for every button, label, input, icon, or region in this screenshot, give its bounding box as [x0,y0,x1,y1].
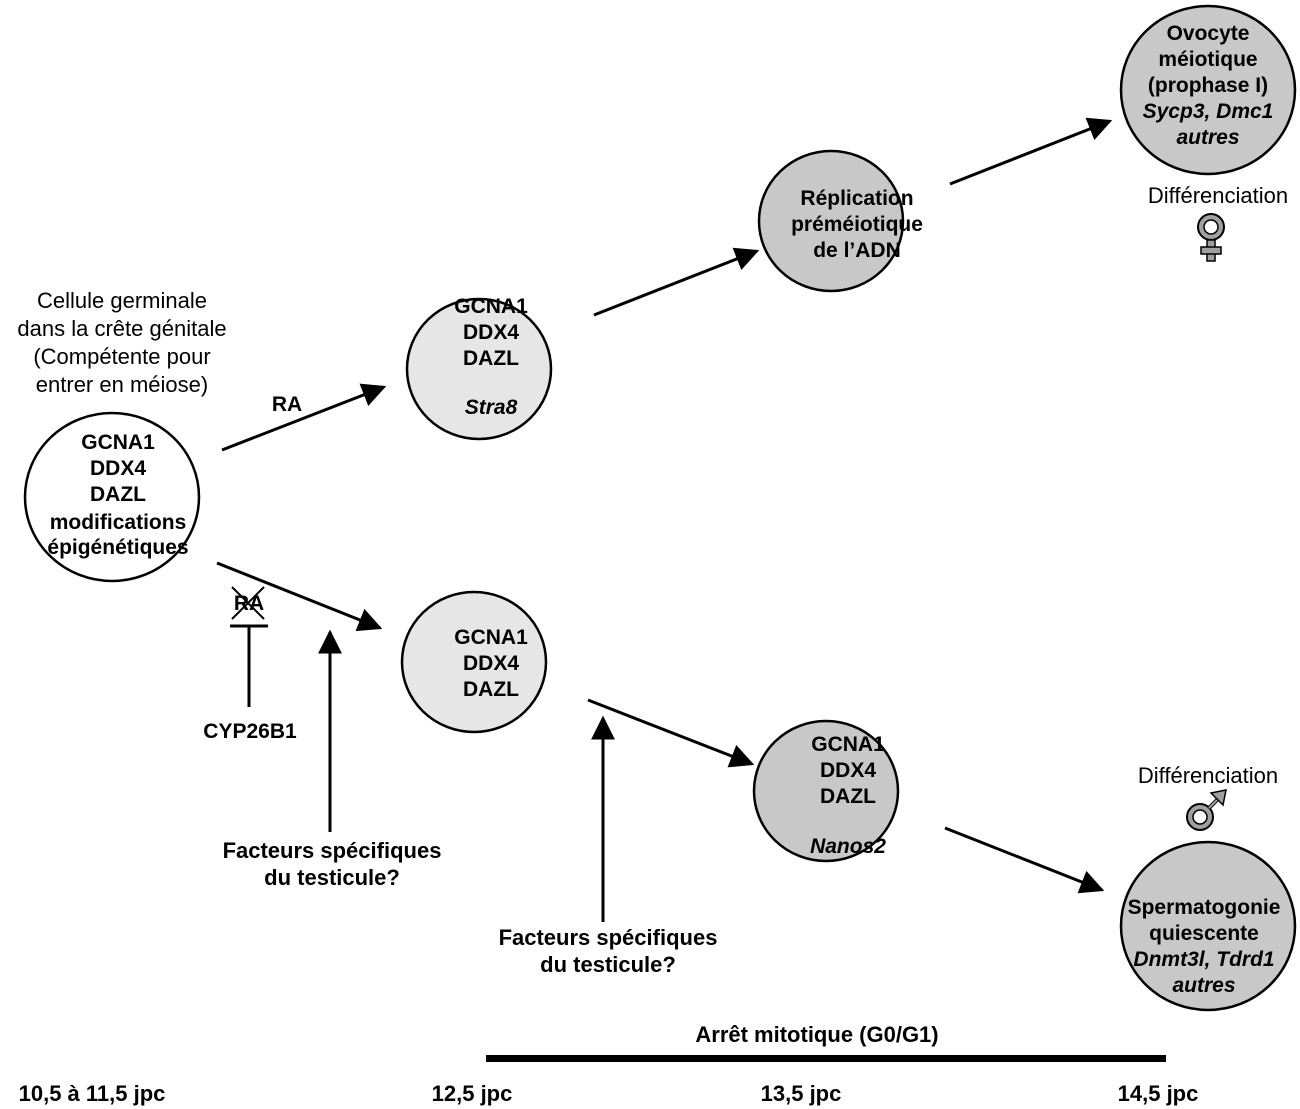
start-cell-node: GCNA1 DDX4 DAZL modifications épigénétiq… [23,411,201,583]
female-stage-1-circle [405,297,553,441]
timeline-label: 13,5 jpc [761,1081,842,1106]
female-stage-2-node: Réplication préméiotique de l’ADN [757,149,923,293]
stage-label: Ovocyte [1167,22,1250,45]
factors-1-label: Facteurs spécifiques [223,838,442,863]
marker-label: modifications [50,511,187,534]
start-cell-circle [23,411,201,583]
ra-arrow [221,383,387,452]
marker-label: DAZL [90,483,146,506]
male-stage-2-circle [752,719,900,863]
mitotic-arrest-label: Arrêt mitotique (G0/G1) [695,1022,938,1047]
male-arrow-2 [944,826,1105,894]
gene-label: Dnmt3l, Tdrd1 [1133,948,1274,971]
mitotic-arrest-bar [486,1055,1166,1062]
gene-label: autres [1176,126,1239,149]
timeline: 10,5 à 11,5 jpc 12,5 jpc 13,5 jpc 14,5 j… [19,1081,1199,1106]
ra-label: RA [272,393,302,416]
marker-label: DAZL [463,347,519,370]
cyp26b1-label: CYP26B1 [203,720,297,743]
male-stage-2-node: GCNA1 DDX4 DAZL Nanos2 [752,719,900,863]
stage-label: méiotique [1158,48,1257,71]
marker-label: DAZL [463,678,519,701]
ra-inhibition: RA CYP26B1 [203,586,297,743]
marker-label: GCNA1 [454,295,528,318]
female-stage-1-node: GCNA1 DDX4 DAZL Stra8 [405,295,553,441]
gene-label: Sycp3, Dmc1 [1143,100,1274,123]
marker-label: GCNA1 [454,626,528,649]
female-stage-3-node: Ovocyte méiotique (prophase I) Sycp3, Dm… [1119,4,1297,176]
male-stage-1-node: GCNA1 DDX4 DAZL [400,590,548,734]
timeline-label: 14,5 jpc [1118,1081,1199,1106]
male-differentiation-label: Différenciation [1138,763,1278,788]
gene-label: autres [1172,974,1235,997]
start-cell-caption: Cellule germinale dans la crête génitale… [17,288,226,397]
marker-label: DDX4 [463,652,519,675]
stage-label: Réplication [800,187,913,210]
female-arrow-1 [593,247,760,317]
cross-mark [231,586,265,620]
stage-label: de l’ADN [813,239,901,262]
stage-label: (prophase I) [1148,74,1268,97]
marker-label: épigénétiques [47,536,188,559]
male-arrow-1 [587,698,755,768]
caption-line: (Compétente pour [33,344,210,369]
stage-label: préméiotique [791,213,923,236]
female-symbol-icon [1197,213,1225,262]
gene-label: Stra8 [465,396,518,419]
gene-label: Nanos2 [810,835,886,858]
marker-label: GCNA1 [81,431,155,454]
stage-label: Spermatogonie [1128,896,1281,919]
female-stage-2-circle [757,149,905,293]
caption-line: entrer en méiose) [36,372,208,397]
stage-label: quiescente [1149,922,1259,945]
timeline-label: 12,5 jpc [432,1081,513,1106]
marker-label: DDX4 [820,759,876,782]
male-stage-3-node: Spermatogonie quiescente Dnmt3l, Tdrd1 a… [1119,840,1297,1012]
timeline-label: 10,5 à 11,5 jpc [19,1081,166,1106]
marker-label: DDX4 [90,457,146,480]
factors-2-label: Facteurs spécifiques [499,925,718,950]
male-symbol-icon [1186,789,1227,831]
female-differentiation-label: Différenciation [1148,183,1288,208]
male-stage-1-circle [400,590,548,734]
caption-line: Cellule germinale [37,288,207,313]
male-path-arrow [216,561,383,632]
marker-label: DDX4 [463,321,519,344]
marker-label: GCNA1 [811,733,885,756]
female-arrow-2 [949,117,1113,186]
factors-2-label: du testicule? [540,952,676,977]
female-stage-3-circle [1119,4,1297,176]
factors-1-label: du testicule? [264,865,400,890]
male-stage-3-circle [1119,840,1297,1012]
marker-label: DAZL [820,785,876,808]
caption-line: dans la crête génitale [17,316,226,341]
